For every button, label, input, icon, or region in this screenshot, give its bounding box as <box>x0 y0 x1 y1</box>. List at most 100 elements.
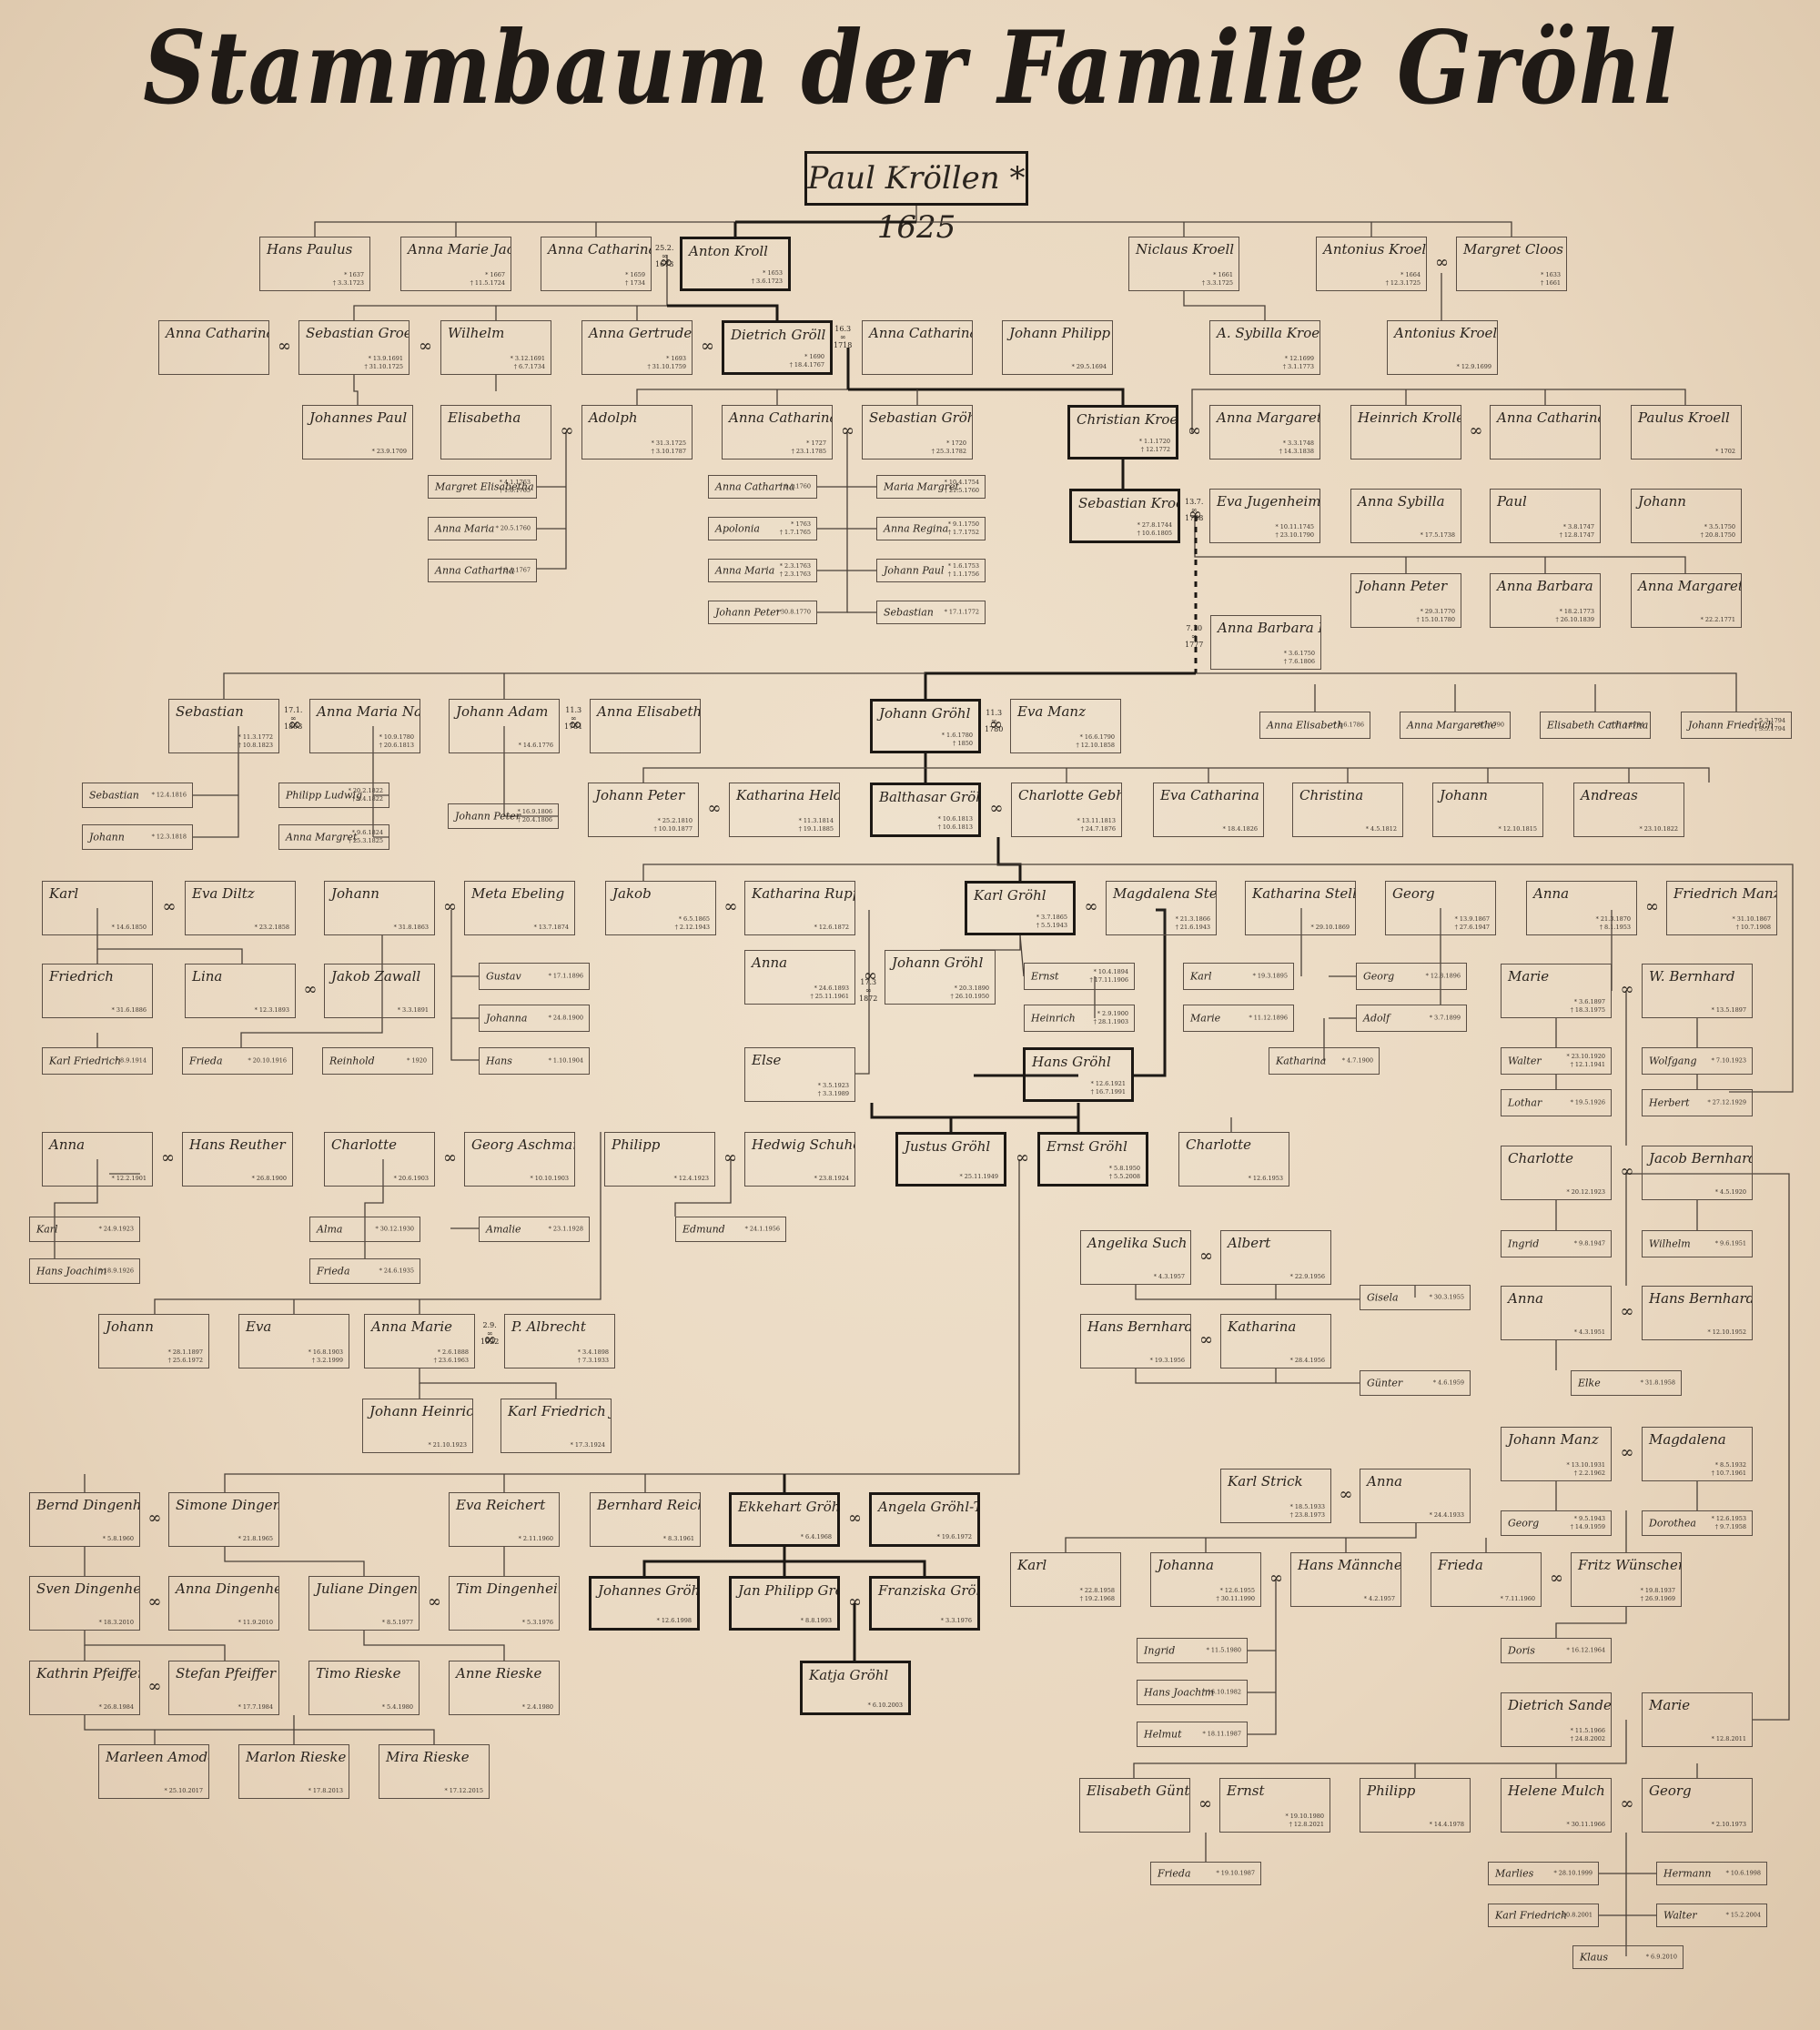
person-card[interactable]: Adolf* 3.7.1899 <box>1356 1005 1467 1032</box>
person-card[interactable]: Johann Philipp Kroell* 29.5.1694 <box>1002 320 1113 375</box>
person-card[interactable]: Frieda* 19.10.1987 <box>1150 1862 1261 1885</box>
person-card[interactable]: Heinrich* 2.9.1900 † 28.1.1903 <box>1024 1005 1135 1032</box>
person-card[interactable]: Karl* 19.3.1895 <box>1183 963 1294 990</box>
person-card[interactable]: Georg* 2.10.1973 <box>1642 1778 1753 1833</box>
person-card[interactable]: Anna Elisabeth Ganz <box>590 699 701 753</box>
person-card[interactable]: Adolph* 31.3.1725 † 3.10.1787 <box>581 405 693 460</box>
person-card[interactable]: Karl Strick* 18.5.1933 † 23.8.1973 <box>1220 1469 1331 1523</box>
person-card[interactable]: Bernd Dingenheimer* 5.8.1960 <box>29 1492 140 1547</box>
person-card[interactable]: Anna Margarethe Delling* 3.3.1748 † 14.3… <box>1209 405 1320 460</box>
person-card[interactable]: Fritz Wünscher* 19.8.1937 † 26.9.1969 <box>1571 1552 1682 1607</box>
person-card[interactable]: Ernst* 19.10.1980 † 12.8.2021 <box>1219 1778 1330 1833</box>
person-card[interactable]: Frieda* 20.10.1916 <box>182 1047 293 1075</box>
person-card[interactable]: Anna* 21.3.1870 † 8.1.1953 <box>1526 881 1637 935</box>
person-card[interactable]: Lothar* 19.5.1926 <box>1501 1089 1612 1116</box>
person-card[interactable]: Dorothea* 12.6.1953 † 9.7.1958 <box>1642 1510 1753 1536</box>
person-card[interactable]: Anna Catharina Tromsterhäuser <box>862 320 973 375</box>
person-card[interactable]: Apolonia* 1763 † 1.7.1765 <box>708 517 817 540</box>
person-card[interactable]: Franziska Gröhl* 3.3.1976 <box>869 1576 980 1631</box>
person-card[interactable]: Elke* 31.8.1958 <box>1571 1370 1682 1396</box>
person-card[interactable]: Charlotte Gebhardt* 13.11.1813 † 24.7.18… <box>1011 783 1122 837</box>
person-card[interactable]: Anna Marie Jacobs* 1667 † 11.5.1724 <box>400 237 511 291</box>
person-card[interactable]: Johannes Paul* 23.9.1709 <box>302 405 413 460</box>
person-card[interactable]: Anna Maria Nail* 10.9.1780 † 20.6.1813 <box>309 699 420 753</box>
person-card[interactable]: Johann Adam* 14.6.1776 <box>449 699 560 753</box>
person-card[interactable]: P. Albrecht* 3.4.1898 † 7.3.1933 <box>504 1314 615 1368</box>
person-card[interactable]: Marleen Amodea Pfeiffer* 25.10.2017 <box>98 1744 209 1799</box>
person-card[interactable]: Jan Philipp Gröhl* 8.8.1993 <box>729 1576 840 1631</box>
person-card[interactable]: Katja Gröhl* 6.10.2003 <box>800 1661 911 1715</box>
person-card[interactable]: Marlon Rieske* 17.8.2013 <box>238 1744 349 1799</box>
person-card[interactable]: Hans* 1.10.1904 <box>479 1047 590 1075</box>
person-card[interactable]: Katharina Rupp* 12.6.1872 <box>744 881 855 935</box>
person-card[interactable]: Johann* 31.8.1863 <box>324 881 435 935</box>
person-card[interactable]: Johann Heinrich (Heinz)* 21.10.1923 <box>362 1399 473 1453</box>
person-card[interactable]: Charlotte* 12.6.1953 <box>1178 1132 1289 1187</box>
person-card[interactable]: Johann Peter* 30.8.1770 <box>708 601 817 624</box>
person-card[interactable]: Anna Maria* 2.3.1763 † 2.3.1763 <box>708 559 817 582</box>
person-card[interactable]: Anne Rieske* 2.4.1980 <box>449 1661 560 1715</box>
person-card[interactable]: Elisabeth Catharina* 17.1.1794 <box>1540 712 1651 739</box>
person-card[interactable]: Johann* 3.5.1750 † 20.8.1750 <box>1631 489 1742 543</box>
person-card[interactable]: Hans Männchen* 4.2.1957 <box>1290 1552 1401 1607</box>
person-card[interactable]: Charlotte* 20.6.1903 <box>324 1132 435 1187</box>
person-card[interactable]: Angelika Such* 4.3.1957 <box>1080 1230 1191 1285</box>
person-card[interactable]: Andreas* 23.10.1822 <box>1573 783 1684 837</box>
person-card[interactable]: Johann* 28.1.1897 † 25.6.1972 <box>98 1314 209 1368</box>
person-card[interactable]: Anna Regina* 9.1.1750 † 1.7.1752 <box>876 517 986 540</box>
person-card[interactable]: Walter* 15.2.2004 <box>1656 1904 1767 1927</box>
person-card[interactable]: Alma* 30.12.1930 <box>309 1217 420 1242</box>
person-card[interactable]: Katharina* 28.4.1956 <box>1220 1314 1331 1368</box>
person-card[interactable]: Ernst* 10.4.1894 † 17.11.1906 <box>1024 963 1135 990</box>
person-card[interactable]: Marie* 11.12.1896 <box>1183 1005 1294 1032</box>
person-card[interactable]: Johann* 12.10.1815 <box>1432 783 1543 837</box>
person-card[interactable]: Anna Catharina* 3.1.1767 <box>428 559 537 582</box>
person-card[interactable]: Hans Gröhl* 12.6.1921 † 16.7.1991 <box>1023 1047 1134 1102</box>
person-card[interactable]: Karl Friedrich* 8.9.1914 <box>42 1047 153 1075</box>
person-card[interactable]: Helene Mulch* 30.11.1966 <box>1501 1778 1612 1833</box>
person-card[interactable]: Philipp* 14.4.1978 <box>1360 1778 1471 1833</box>
person-card[interactable]: Anna Margarethe* 9.7.1790 <box>1400 712 1511 739</box>
person-card[interactable]: Antonius Kroell* 1664 † 12.3.1725 <box>1316 237 1427 291</box>
person-card[interactable]: Anna Catharina Burgstet <box>158 320 269 375</box>
person-card[interactable]: Juliane Dingenheimer* 8.5.1977 <box>308 1576 420 1631</box>
person-card[interactable]: Karl* 22.8.1958 † 19.2.1968 <box>1010 1552 1121 1607</box>
person-card[interactable]: Hans Paulus* 1637 † 3.3.1723 <box>259 237 370 291</box>
person-card[interactable]: Eva* 16.8.1903 † 3.2.1999 <box>238 1314 349 1368</box>
person-card[interactable]: Karl Friedrich* 20.8.2001 <box>1488 1904 1599 1927</box>
person-card[interactable]: Sven Dingenheimer* 18.3.2010 <box>29 1576 140 1631</box>
person-card[interactable]: Johannes Gröhl* 12.6.1998 <box>589 1576 700 1631</box>
person-card[interactable]: Karl* 24.9.1923 <box>29 1217 140 1242</box>
person-card[interactable]: Anna Catharina* 1.1.1760 <box>708 475 817 499</box>
person-card[interactable]: Katharina Held* 11.3.1814 † 19.1.1885 <box>729 783 840 837</box>
person-card[interactable]: Walter* 23.10.1920 † 12.1.1941 <box>1501 1047 1612 1075</box>
person-card[interactable]: Meta Ebeling* 13.7.1874 <box>464 881 575 935</box>
person-card[interactable]: Ingrid* 11.5.1980 <box>1137 1638 1248 1663</box>
person-card[interactable]: Karl* 14.6.1850 <box>42 881 153 935</box>
person-card[interactable]: Anton Kroll* 1653 † 3.6.1723 <box>680 237 791 291</box>
person-card[interactable]: Kathrin Pfeiffer* 26.8.1984 <box>29 1661 140 1715</box>
person-card[interactable]: Marie* 12.8.2011 <box>1642 1692 1753 1747</box>
person-card[interactable]: Heinrich Kroller <box>1350 405 1461 460</box>
person-card[interactable]: Reinhold* 1920 <box>322 1047 433 1075</box>
person-card[interactable]: Karl Friedrich Jakob* 17.3.1924 <box>500 1399 612 1453</box>
person-card[interactable]: Lina* 12.3.1893 <box>185 964 296 1018</box>
person-card[interactable]: Eva Reichert* 2.11.1960 <box>449 1492 560 1547</box>
person-card[interactable]: Ekkehart Gröhl* 6.4.1968 <box>729 1492 840 1547</box>
person-card[interactable]: Elisabetha <box>440 405 551 460</box>
person-card[interactable]: Marie* 3.6.1897 † 18.3.1975 <box>1501 964 1612 1018</box>
person-card[interactable]: Anna Gertrude (Krölln, Gröhl)* 1693 † 31… <box>581 320 693 375</box>
person-card[interactable]: A. Sybilla Kroellen* 12.1699 † 3.1.1773 <box>1209 320 1320 375</box>
person-card[interactable]: Anna Margret* 9.6.1824 † 25.3.1825 <box>278 824 389 850</box>
person-card[interactable]: Justus Gröhl* 25.11.1949 <box>895 1132 1006 1187</box>
person-card[interactable]: Eva Catharina* 18.4.1826 <box>1153 783 1264 837</box>
person-card[interactable]: Johann Friedrich* 5.3.1794 † 3.5.1794 <box>1681 712 1792 739</box>
person-card[interactable]: Frieda* 7.11.1960 <box>1431 1552 1542 1607</box>
person-card[interactable]: Wilhelm* 9.6.1951 <box>1642 1230 1753 1257</box>
person-card[interactable]: Anna Marie* 2.6.1888 † 23.6.1963 <box>364 1314 475 1368</box>
person-card[interactable]: Johann Peter* 16.9.1806 † 20.4.1806 <box>448 803 559 829</box>
person-card[interactable]: Johann Gröhl* 1.6.1780 † 1850 <box>870 699 981 753</box>
person-card[interactable]: Magdalena Stellager* 21.3.1866 † 21.6.19… <box>1106 881 1217 935</box>
person-card[interactable]: Georg* 13.9.1867 † 27.6.1947 <box>1385 881 1496 935</box>
person-card[interactable]: Katharina* 4.7.1900 <box>1269 1047 1380 1075</box>
